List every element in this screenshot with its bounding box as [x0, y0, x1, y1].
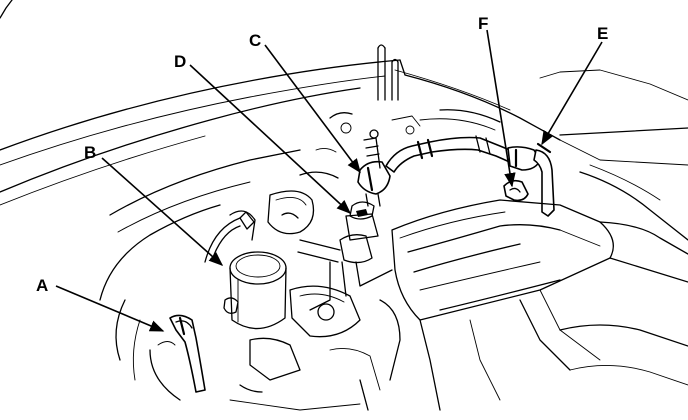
callout-label-d: D	[174, 52, 186, 71]
hood-outline	[0, 0, 688, 206]
hose-a	[157, 314, 206, 393]
leader-a	[55, 285, 165, 332]
hardware-cluster	[299, 112, 421, 179]
lower-engine	[229, 285, 401, 411]
intake-manifold	[391, 199, 688, 411]
left-fender	[99, 149, 315, 401]
leader-d	[189, 64, 352, 214]
callout-label-a: A	[36, 276, 48, 295]
reservoir	[204, 211, 287, 330]
leader-b	[101, 157, 224, 266]
callout-label-c: C	[249, 31, 261, 50]
main-hose	[385, 135, 555, 217]
hood-prop-rod	[377, 44, 399, 101]
leader-c	[264, 44, 361, 174]
callout-label-b: B	[84, 143, 96, 162]
clip-f	[503, 179, 529, 202]
callout-label-e: E	[597, 24, 608, 43]
leader-f	[486, 29, 516, 188]
leader-e	[541, 41, 603, 146]
component-c	[357, 129, 391, 207]
throttle-area	[297, 201, 393, 311]
callout-label-f: F	[478, 14, 488, 33]
right-fender	[419, 109, 688, 241]
